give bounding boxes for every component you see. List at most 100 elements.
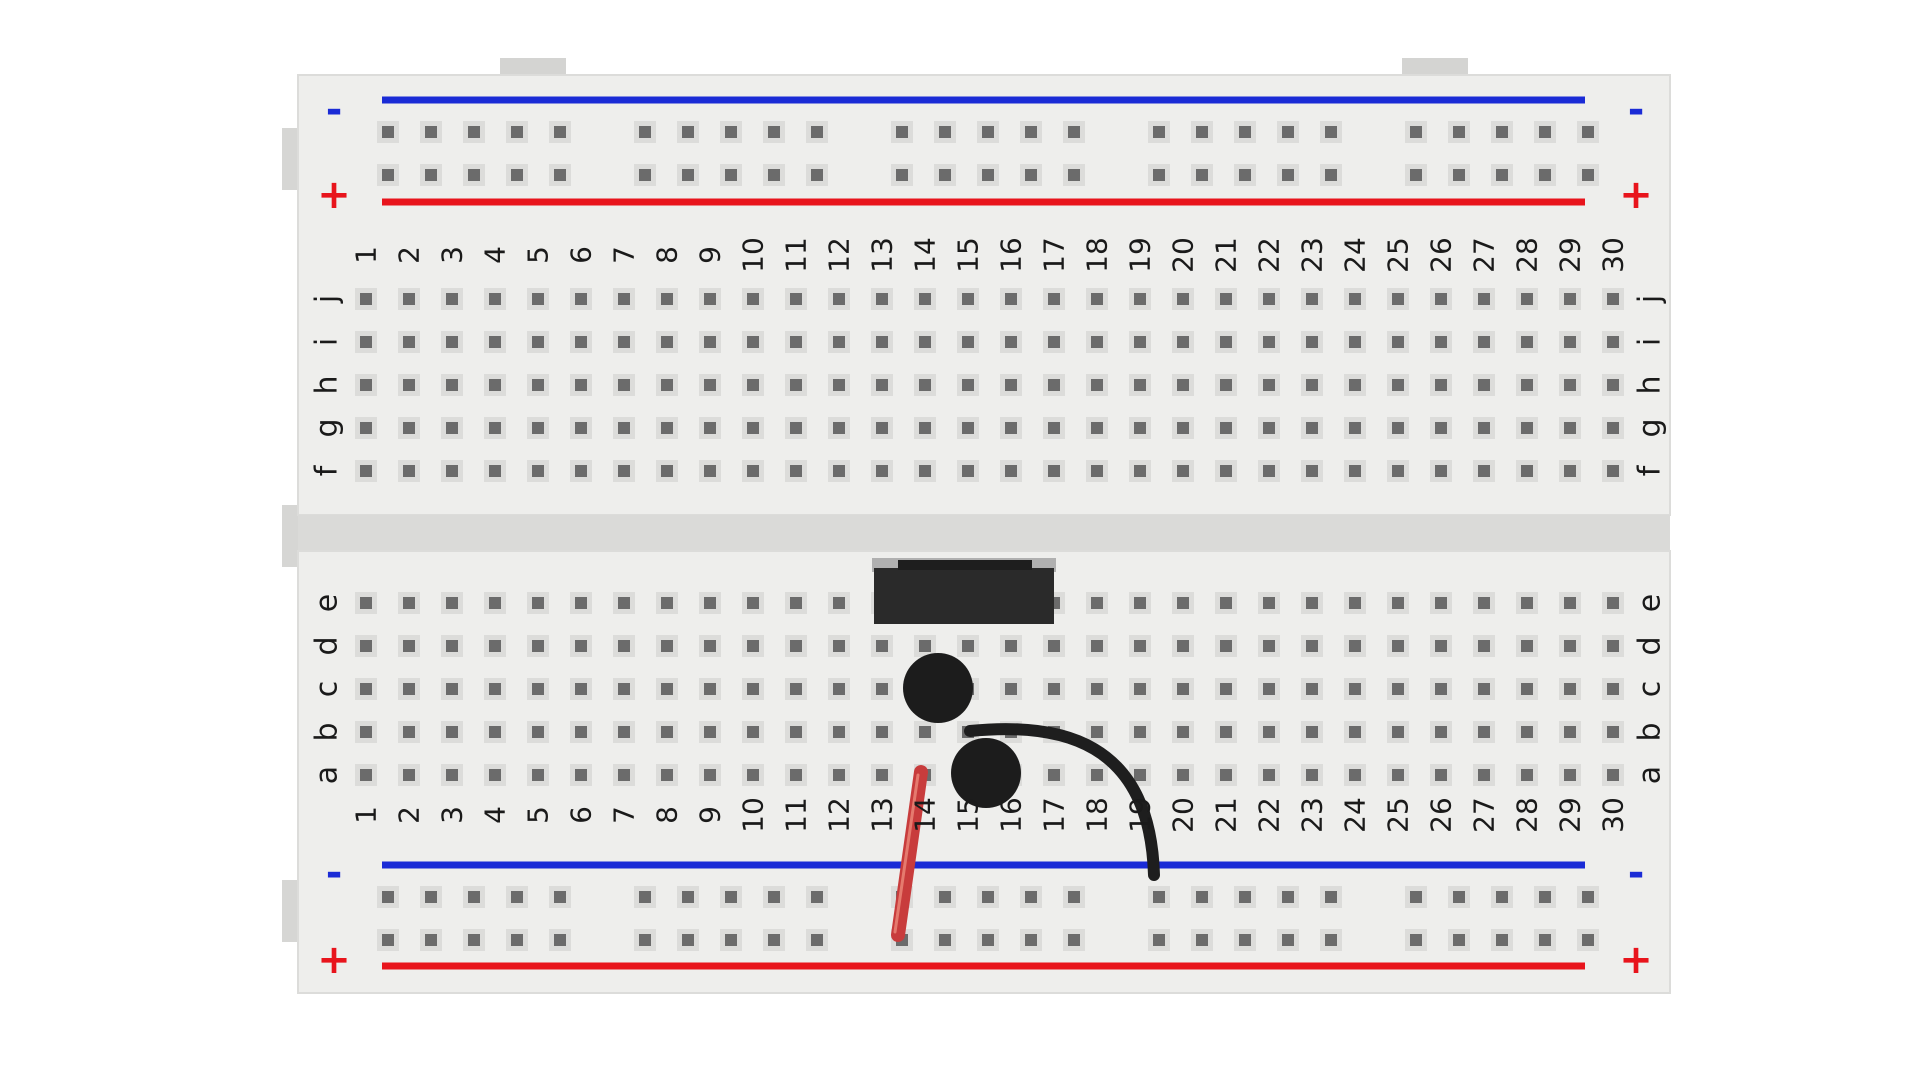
hole-8j[interactable] [656, 288, 678, 310]
hole-21g[interactable] [1215, 417, 1237, 439]
hole-12j[interactable] [828, 288, 850, 310]
hole-22a[interactable] [1258, 764, 1280, 786]
rail-hole-top[interactable] [1020, 121, 1042, 143]
hole-4d[interactable] [484, 635, 506, 657]
hole-30i[interactable] [1602, 331, 1624, 353]
hole-2b[interactable] [398, 721, 420, 743]
rail-hole-bottom[interactable] [977, 886, 999, 908]
hole-1e[interactable] [355, 592, 377, 614]
hole-4f[interactable] [484, 460, 506, 482]
hole-3h[interactable] [441, 374, 463, 396]
hole-28e[interactable] [1516, 592, 1538, 614]
hole-9j[interactable] [699, 288, 721, 310]
hole-19i[interactable] [1129, 331, 1151, 353]
hole-23h[interactable] [1301, 374, 1323, 396]
hole-28b[interactable] [1516, 721, 1538, 743]
hole-27f[interactable] [1473, 460, 1495, 482]
hole-16h[interactable] [1000, 374, 1022, 396]
hole-25e[interactable] [1387, 592, 1409, 614]
rail-hole-bottom[interactable] [1191, 929, 1213, 951]
rail-hole-bottom[interactable] [463, 929, 485, 951]
hole-3a[interactable] [441, 764, 463, 786]
rail-hole-bottom[interactable] [934, 929, 956, 951]
hole-4i[interactable] [484, 331, 506, 353]
hole-30e[interactable] [1602, 592, 1624, 614]
hole-14i[interactable] [914, 331, 936, 353]
hole-5c[interactable] [527, 678, 549, 700]
hole-5g[interactable] [527, 417, 549, 439]
hole-24i[interactable] [1344, 331, 1366, 353]
rail-hole-top[interactable] [1191, 121, 1213, 143]
hole-30f[interactable] [1602, 460, 1624, 482]
hole-13a[interactable] [871, 764, 893, 786]
hole-4a[interactable] [484, 764, 506, 786]
hole-18d[interactable] [1086, 635, 1108, 657]
rail-hole-bottom[interactable] [1063, 929, 1085, 951]
hole-6h[interactable] [570, 374, 592, 396]
hole-10d[interactable] [742, 635, 764, 657]
hole-28h[interactable] [1516, 374, 1538, 396]
hole-17h[interactable] [1043, 374, 1065, 396]
hole-4b[interactable] [484, 721, 506, 743]
rail-hole-bottom[interactable] [1320, 929, 1342, 951]
hole-25i[interactable] [1387, 331, 1409, 353]
hole-19j[interactable] [1129, 288, 1151, 310]
hole-29c[interactable] [1559, 678, 1581, 700]
rail-hole-top[interactable] [1491, 164, 1513, 186]
rail-hole-top[interactable] [1448, 164, 1470, 186]
hole-2a[interactable] [398, 764, 420, 786]
hole-27j[interactable] [1473, 288, 1495, 310]
hole-24j[interactable] [1344, 288, 1366, 310]
rail-hole-bottom[interactable] [1534, 929, 1556, 951]
hole-21h[interactable] [1215, 374, 1237, 396]
rail-hole-bottom[interactable] [806, 886, 828, 908]
rail-hole-top[interactable] [420, 164, 442, 186]
hole-9f[interactable] [699, 460, 721, 482]
hole-11j[interactable] [785, 288, 807, 310]
hole-27i[interactable] [1473, 331, 1495, 353]
rail-hole-top[interactable] [1534, 121, 1556, 143]
rail-hole-top[interactable] [677, 121, 699, 143]
hole-19f[interactable] [1129, 460, 1151, 482]
hole-9e[interactable] [699, 592, 721, 614]
hole-10f[interactable] [742, 460, 764, 482]
hole-7d[interactable] [613, 635, 635, 657]
rail-hole-top[interactable] [1448, 121, 1470, 143]
hole-14g[interactable] [914, 417, 936, 439]
hole-19d[interactable] [1129, 635, 1151, 657]
hole-18h[interactable] [1086, 374, 1108, 396]
rail-hole-bottom[interactable] [1191, 886, 1213, 908]
hole-8a[interactable] [656, 764, 678, 786]
hole-20f[interactable] [1172, 460, 1194, 482]
hole-28g[interactable] [1516, 417, 1538, 439]
hole-8f[interactable] [656, 460, 678, 482]
hole-8c[interactable] [656, 678, 678, 700]
rail-hole-top[interactable] [506, 164, 528, 186]
hole-20a[interactable] [1172, 764, 1194, 786]
rail-hole-top[interactable] [1020, 164, 1042, 186]
hole-16d[interactable] [1000, 635, 1022, 657]
hole-20h[interactable] [1172, 374, 1194, 396]
hole-25h[interactable] [1387, 374, 1409, 396]
hole-8d[interactable] [656, 635, 678, 657]
hole-30a[interactable] [1602, 764, 1624, 786]
hole-11d[interactable] [785, 635, 807, 657]
hole-3j[interactable] [441, 288, 463, 310]
hole-30b[interactable] [1602, 721, 1624, 743]
hole-21j[interactable] [1215, 288, 1237, 310]
rail-hole-bottom[interactable] [1448, 929, 1470, 951]
hole-18e[interactable] [1086, 592, 1108, 614]
rail-hole-top[interactable] [549, 164, 571, 186]
hole-21f[interactable] [1215, 460, 1237, 482]
hole-13b[interactable] [871, 721, 893, 743]
hole-18g[interactable] [1086, 417, 1108, 439]
hole-12b[interactable] [828, 721, 850, 743]
hole-13d[interactable] [871, 635, 893, 657]
hole-15g[interactable] [957, 417, 979, 439]
hole-22h[interactable] [1258, 374, 1280, 396]
rail-hole-top[interactable] [420, 121, 442, 143]
hole-16j[interactable] [1000, 288, 1022, 310]
hole-3e[interactable] [441, 592, 463, 614]
hole-23a[interactable] [1301, 764, 1323, 786]
hole-11c[interactable] [785, 678, 807, 700]
